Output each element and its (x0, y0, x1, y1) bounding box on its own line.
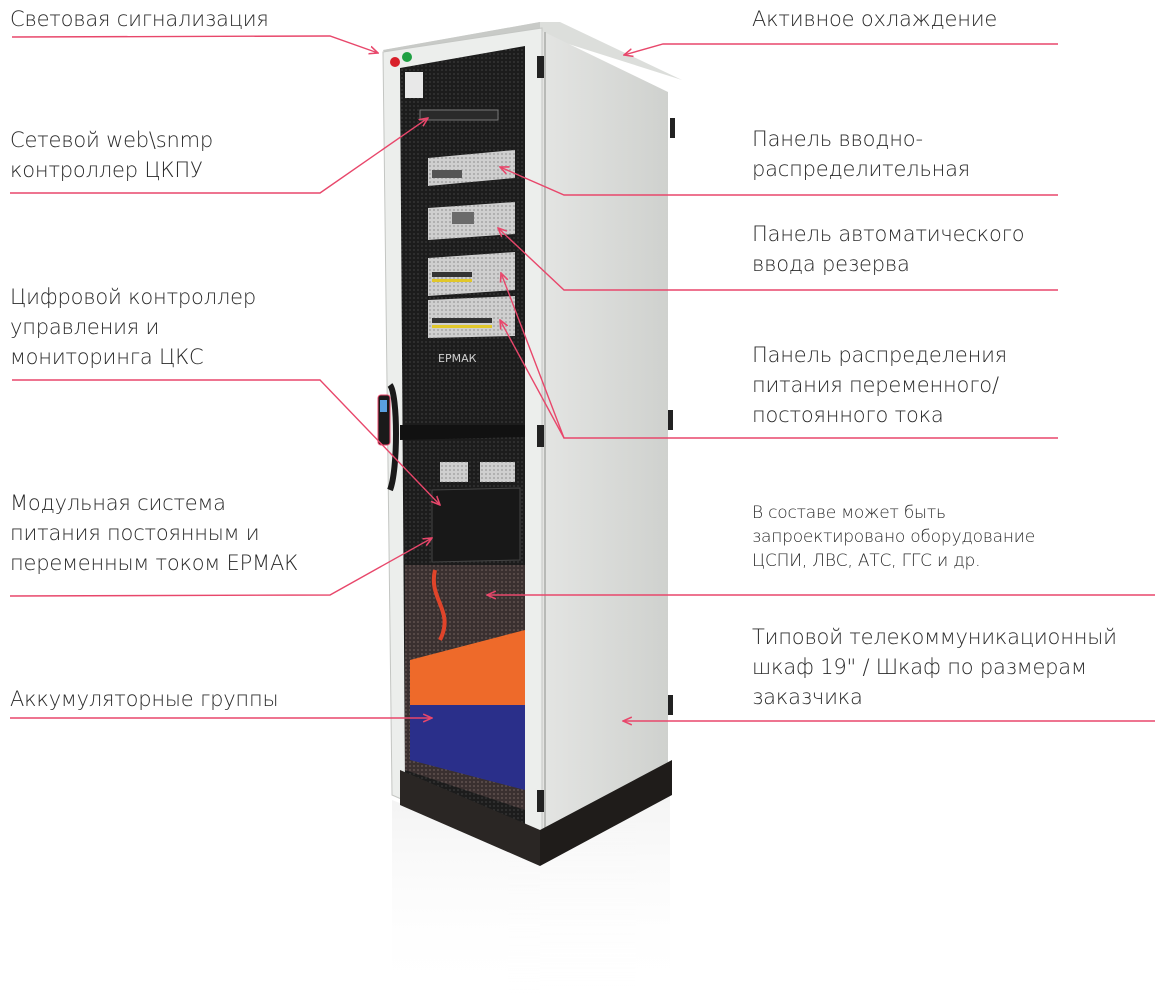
network-controller-unit (419, 109, 499, 121)
callout-input-distribution-panel: Панель вводно- распределительная (752, 127, 970, 181)
leader-light-signal (11, 35, 378, 53)
callout-active-cooling: Активное охлаждение (752, 7, 998, 31)
cabinet-plinth (400, 770, 540, 866)
callout-network-controller: Сетевой web\snmp контроллер ЦКПУ (10, 128, 214, 182)
callout-digital-controller: Цифровой контроллер управления и монитор… (10, 285, 256, 369)
leader-ats (498, 228, 1058, 291)
brand-logo: ЕРМАК (438, 352, 477, 365)
leader-active-cooling (624, 43, 1058, 55)
callout-battery-groups: Аккумуляторные группы (10, 687, 279, 711)
door-handle (387, 383, 399, 492)
power-cable (431, 569, 447, 641)
callout-ats-panel: Панель автоматического ввода резерва (752, 222, 1025, 276)
callout-cabinet-type: Типовой телекоммуникационный шкаф 19" / … (752, 625, 1117, 709)
callout-modular-power: Модульная система питания постоянным и п… (10, 491, 299, 575)
battery-blocks (410, 705, 525, 790)
leader-modular-power (9, 538, 432, 597)
power-modules (431, 487, 521, 563)
info-plate (405, 72, 423, 98)
leader-digital-controller (12, 379, 440, 505)
leader-input-distribution (500, 167, 1058, 196)
callout-ac-dc-distribution-panel: Панель распределения питания переменного… (752, 343, 1007, 427)
leader-lines (9, 35, 1155, 721)
lamp-red (390, 57, 400, 67)
callout-optional-equipment: В составе может быть запроектировано обо… (752, 503, 1036, 571)
battery-tops (410, 630, 525, 705)
ac-panel-unit-2 (428, 296, 515, 338)
callout-light-signal: Световая сигнализация (10, 7, 269, 31)
leader-network-controller (10, 118, 428, 194)
lamp-green (402, 52, 412, 62)
leader-ac-dc-distribution-2 (500, 320, 565, 439)
cabinet-side-panel (540, 30, 668, 858)
